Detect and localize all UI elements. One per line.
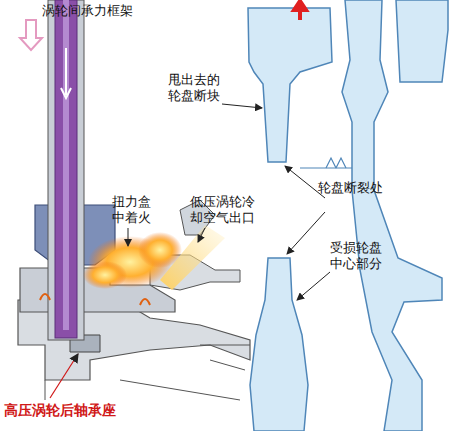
structure-lines [45,345,250,400]
part-label: 甩出去的 轮盘断块 [168,72,224,104]
leader-line [222,104,262,108]
part-label: 受损轮盘 中心部分 [330,240,386,272]
ejection-arrow [294,1,306,20]
leader-line [128,228,129,246]
seal-line [300,167,352,168]
leader-line [287,212,325,254]
flow-arrow [61,48,71,98]
part-label: 涡轮间承力框架 [42,3,162,19]
strut-sleeve [48,0,84,340]
leader-line [198,228,205,242]
disc-fragment [248,8,332,162]
part-label: 高压涡轮后轴承座 [4,402,174,418]
fire [83,261,127,289]
load-arrow [20,20,42,50]
vane-root [396,0,448,82]
leader-line [50,354,78,398]
air-jet [160,225,225,290]
part-label: 扭力盒 中着火 [112,194,154,226]
disc-center [250,258,308,431]
leader-line [297,272,330,300]
part-label: 轮盘断裂处 [318,180,398,196]
part-label: 低压涡轮冷 却空气出口 [190,194,258,226]
flame-spots [40,294,150,305]
frame-strut [55,0,77,338]
seal-teeth [326,158,346,168]
